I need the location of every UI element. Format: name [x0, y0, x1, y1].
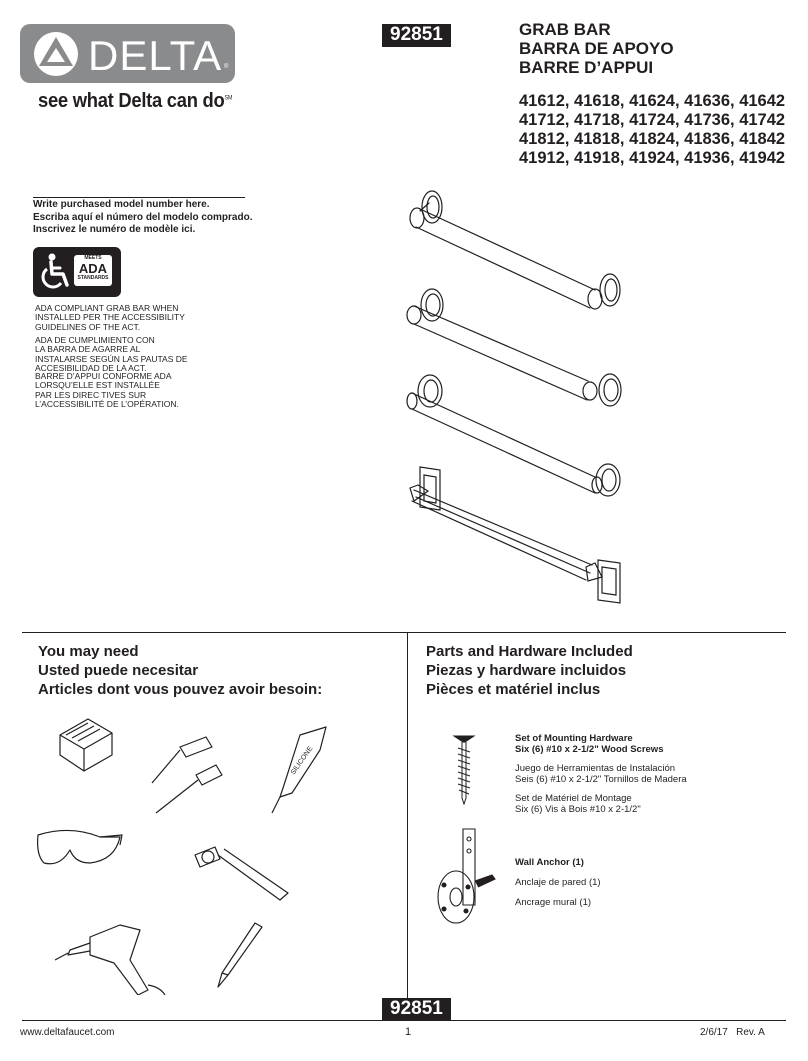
footer-divider [22, 1020, 786, 1021]
ada-badge: MEETS ADA STANDARDS [33, 247, 121, 297]
grab-bar-style-2 [406, 288, 622, 407]
footer-date-rev: 2/6/17 Rev. A [700, 1027, 765, 1038]
write-model-en: Write purchased model number here. [33, 199, 210, 210]
ada-label: MEETS ADA STANDARDS [74, 255, 112, 286]
grab-bar-style-1 [409, 190, 621, 310]
model-line: 41712, 41718, 41724, 41736, 41742 [519, 111, 786, 129]
ada-text: ADA [78, 261, 108, 276]
service-mark: SM [224, 95, 233, 102]
anchor-en: Wall Anchor (1) [515, 857, 584, 868]
screws-sub-es: Seis (6) #10 x 2-1/2" Tornillos de Mader… [515, 774, 687, 785]
title-en: GRAB BAR [519, 20, 611, 39]
screws-title-es: Juego de Herramientas de Instalación [515, 763, 676, 774]
model-line: 41612, 41618, 41624, 41636, 41642 [519, 92, 786, 110]
grab-bar-style-3 [406, 374, 621, 497]
model-write-line[interactable] [33, 197, 245, 198]
wall-anchor-icon [437, 828, 496, 924]
screws-sub-en: Six (6) #10 x 2-1/2" Wood Screws [515, 744, 664, 755]
section-divider [22, 632, 786, 633]
delta-logo: DELTA ® [20, 24, 235, 83]
page-number: 1 [405, 1026, 412, 1038]
anchor-description: Wall Anchor (1) Anclaje de pared (1) Anc… [515, 857, 601, 908]
anchor-box-icon [59, 718, 113, 772]
parts-heading-en: Parts and Hardware Included [426, 643, 633, 660]
ada-meets: MEETS [84, 255, 102, 261]
safety-glasses-icon [37, 829, 123, 865]
delta-triangle-icon [34, 32, 78, 76]
you-may-need-en: You may need [38, 643, 139, 660]
tagline: see what Delta can doSM [38, 90, 233, 112]
model-list: 41612, 41618, 41624, 41636, 41642 41712,… [519, 92, 785, 168]
parts-heading: Parts and Hardware Included Piezas y har… [426, 642, 633, 699]
power-drill-icon [54, 924, 166, 995]
grab-bar-illustrations [406, 190, 622, 604]
tools-illustrations: SILICONE [37, 718, 327, 995]
anchor-es: Anclaje de pared (1) [515, 877, 601, 888]
product-titles: GRAB BAR BARRA DE APOYO BARRE D’APPUI [519, 20, 674, 77]
write-model-instructions: Write purchased model number here. Escri… [33, 199, 253, 237]
ratchet-wrench-icon [194, 846, 289, 901]
write-model-es: Escriba aquí el número del modelo compra… [33, 211, 253, 223]
parts-heading-es: Piezas y hardware incluidos [426, 662, 627, 679]
model-number-top: 92851 [382, 24, 451, 47]
column-divider [407, 632, 408, 1017]
footer-url[interactable]: www.deltafaucet.com [20, 1027, 115, 1038]
parts-heading-fr: Pièces et matériel inclus [426, 681, 601, 698]
silicone-label: SILICONE [290, 745, 315, 776]
screws-title-en: Set of Mounting Hardware [515, 733, 633, 744]
screws-description: Set of Mounting Hardware Six (6) #10 x 2… [515, 733, 687, 815]
silicone-tube-icon: SILICONE [271, 726, 327, 814]
pencil-icon [217, 922, 263, 988]
anchor-fr: Ancrage mural (1) [515, 897, 592, 908]
write-model-fr: Inscrivez le numéro de modèle ici. [33, 224, 196, 235]
screwdriver-icon [151, 736, 223, 814]
screws-title-fr: Set de Matériel de Montage [515, 793, 632, 804]
you-may-need-fr: Articles dont vous pouvez avoir besoin: [38, 681, 323, 698]
model-line: 41912, 41918, 41924, 41936, 41942 [519, 149, 786, 167]
wheelchair-icon [41, 253, 69, 289]
title-fr: BARRE D’APPUI [519, 58, 654, 77]
grab-bar-style-4 [409, 466, 621, 604]
logo-trademark: ® [224, 64, 229, 70]
model-number-bottom: 92851 [382, 998, 451, 1021]
title-es: BARRA DE APOYO [519, 39, 674, 58]
logo-wordmark: DELTA [88, 32, 223, 79]
wood-screw-icon [452, 735, 476, 806]
ada-standards: STANDARDS [77, 275, 109, 281]
model-line: 41812, 41818, 41824, 41836, 41842 [519, 130, 786, 148]
screws-sub-fr: Six (6) Vis à Bois #10 x 2-1/2" [515, 804, 641, 815]
you-may-need-es: Usted puede necesitar [38, 662, 199, 679]
you-may-need-heading: You may need Usted puede necesitar Artic… [38, 642, 322, 699]
